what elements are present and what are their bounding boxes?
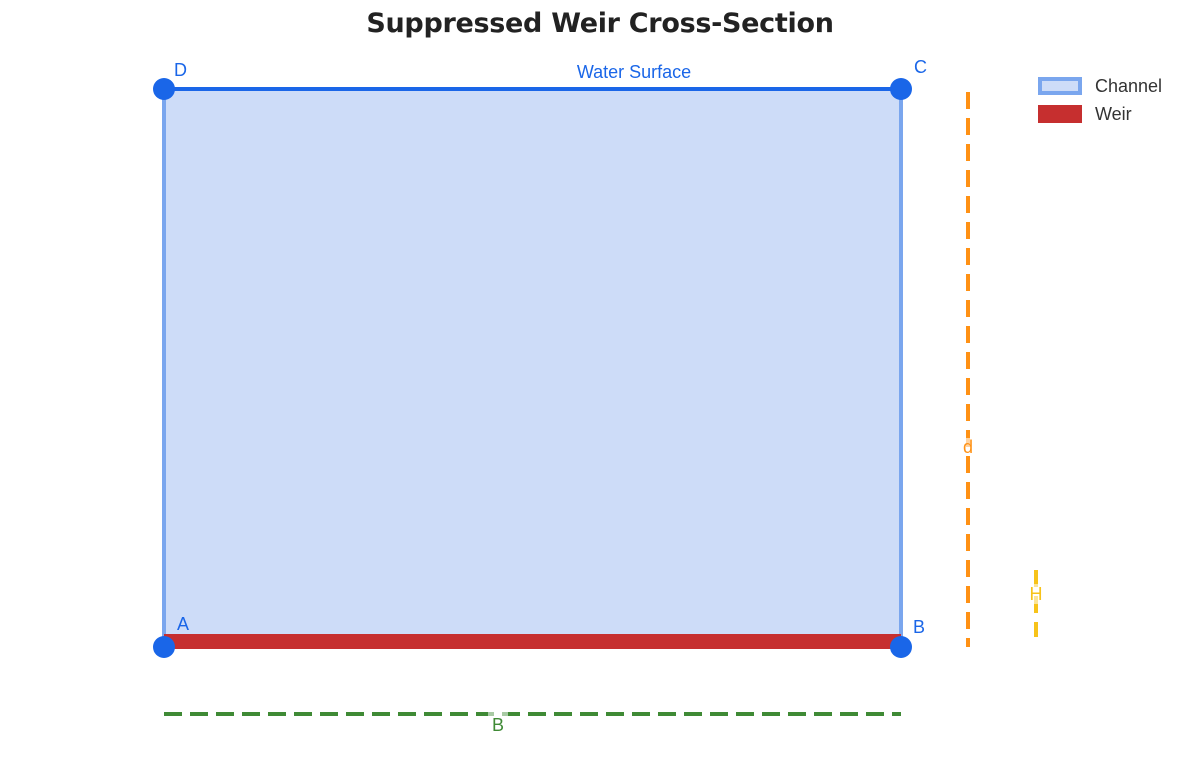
diagram-title: Suppressed Weir Cross-Section <box>366 8 834 39</box>
vertex-d <box>153 78 175 100</box>
head-label: H <box>1030 584 1043 604</box>
legend: Channel Weir <box>1038 72 1162 128</box>
legend-label-channel: Channel <box>1095 75 1163 96</box>
vertex-a-label: A <box>177 614 189 634</box>
width-label: B <box>492 715 504 735</box>
water-surface-label: Water Surface <box>577 62 691 82</box>
vertex-b <box>890 636 912 658</box>
vertex-d-label: D <box>174 60 187 80</box>
weir-crest <box>164 634 901 649</box>
channel-swatch-icon <box>1038 77 1082 95</box>
vertex-a <box>153 636 175 658</box>
weir-swatch-icon <box>1038 105 1082 123</box>
legend-label-weir: Weir <box>1095 103 1132 124</box>
legend-item-weir: Weir <box>1038 100 1162 128</box>
legend-item-channel: Channel <box>1038 72 1162 100</box>
vertex-c <box>890 78 912 100</box>
channel-area <box>164 89 901 647</box>
depth-label: d <box>963 437 973 457</box>
vertex-c-label: C <box>914 57 927 77</box>
vertex-b-label: B <box>913 617 925 637</box>
